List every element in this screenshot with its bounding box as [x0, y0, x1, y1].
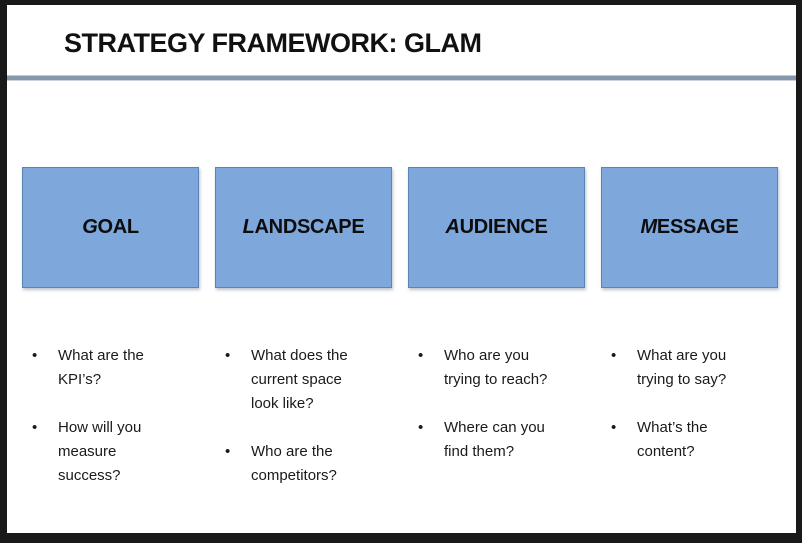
bullet-item: • Where can you find them?	[418, 416, 585, 464]
box-label-goal-rest: OAL	[97, 216, 139, 238]
bullet-column-message: • What are you trying to say? • What’s t…	[601, 344, 778, 512]
box-label-audience: AUDIENCE	[445, 216, 547, 239]
bullet-icon: •	[418, 347, 424, 364]
box-label-audience-rest: UDIENCE	[459, 216, 548, 238]
framework-boxes-row: GOAL LANDSCAPE AUDIENCE MESSAGE	[22, 167, 778, 288]
bullet-icon: •	[418, 419, 424, 436]
bullet-text: How will you measure success?	[58, 419, 142, 484]
bullet-item: • What does the current space look like?	[225, 344, 392, 416]
box-label-landscape: LANDSCAPE	[243, 216, 365, 239]
slide-frame-left	[0, 0, 7, 543]
bullet-text: What are you trying to say?	[637, 347, 727, 388]
bullet-item: • What’s the content?	[611, 416, 778, 464]
bullet-icon: •	[611, 419, 617, 436]
bullet-column-landscape: • What does the current space look like?…	[215, 344, 392, 512]
bullet-text: What are the KPI’s?	[58, 347, 144, 388]
bullet-item: • What are you trying to say?	[611, 344, 778, 392]
bullet-column-audience: • Who are you trying to reach? • Where c…	[408, 344, 585, 512]
box-label-landscape-rest: ANDSCAPE	[254, 216, 365, 238]
slide-frame-right	[796, 0, 802, 543]
bullet-text: Who are you trying to reach?	[444, 347, 548, 388]
bullet-icon: •	[225, 443, 231, 460]
bullet-text: Where can you find them?	[444, 419, 545, 460]
box-label-message-rest: ESSAGE	[656, 216, 739, 238]
box-label-message: MESSAGE	[641, 216, 739, 239]
box-label-message-initial: M	[640, 216, 658, 238]
bullet-icon: •	[32, 419, 38, 436]
bullet-item: • What are the KPI’s?	[32, 344, 199, 392]
bullet-columns-row: • What are the KPI’s? • How will you mea…	[22, 344, 778, 512]
slide-title: STRATEGY FRAMEWORK: GLAM	[64, 28, 482, 58]
bullet-item: • Who are you trying to reach?	[418, 344, 585, 392]
slide-frame-top	[0, 0, 802, 5]
bullet-icon: •	[225, 347, 231, 364]
framework-box-audience: AUDIENCE	[408, 167, 585, 288]
framework-box-message: MESSAGE	[601, 167, 778, 288]
box-label-goal: GOAL	[82, 216, 139, 239]
bullet-text: What’s the content?	[637, 419, 708, 460]
title-divider	[7, 75, 796, 81]
box-label-audience-initial: A	[445, 216, 460, 238]
bullet-text: What does the current space look like?	[251, 347, 348, 412]
bullet-text: Who are the competitors?	[251, 443, 337, 484]
framework-box-landscape: LANDSCAPE	[215, 167, 392, 288]
bullet-column-goal: • What are the KPI’s? • How will you mea…	[22, 344, 199, 512]
bullet-item: • How will you measure success?	[32, 416, 199, 488]
bullet-item: • Who are the competitors?	[225, 440, 392, 488]
box-label-goal-initial: G	[82, 216, 98, 238]
box-label-landscape-initial: L	[242, 216, 255, 238]
bullet-icon: •	[611, 347, 617, 364]
slide-frame-bottom	[0, 533, 802, 543]
framework-box-goal: GOAL	[22, 167, 199, 288]
bullet-icon: •	[32, 347, 38, 364]
